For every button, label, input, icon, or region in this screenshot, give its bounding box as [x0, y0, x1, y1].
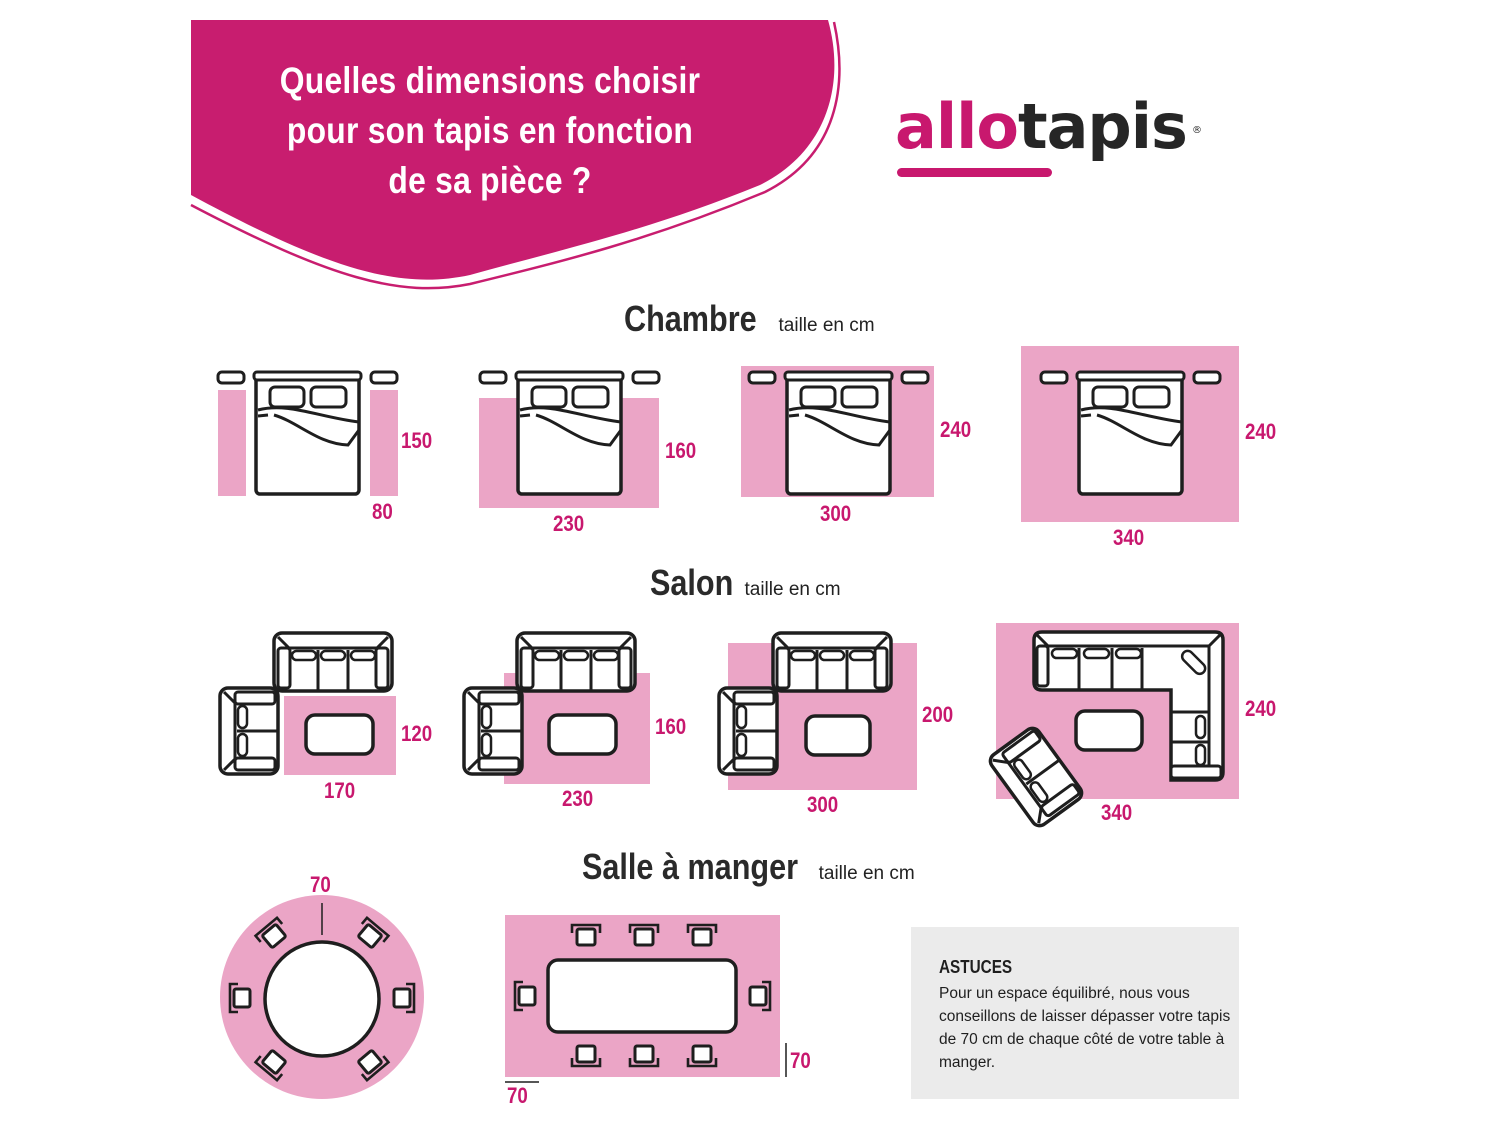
round-rug-with-table-icon: [220, 895, 424, 1099]
armchair-icon: [218, 686, 280, 776]
rug-runner-left: [218, 390, 246, 496]
section-subtitle: taille en cm: [778, 315, 875, 336]
dimension-width: 80: [372, 499, 393, 524]
rug-runner-right: [370, 390, 398, 496]
dimension-width: 340: [1113, 525, 1145, 550]
section-subtitle: taille en cm: [818, 863, 915, 884]
bed-icon: [747, 370, 930, 496]
bed-icon: [478, 370, 661, 496]
dimension-margin: 70: [310, 872, 331, 897]
header-banner: [190, 20, 841, 290]
logo-tapis: tapis: [1017, 90, 1188, 163]
dimension-margin-side: 70: [790, 1048, 811, 1073]
coffee-table-icon: [804, 714, 872, 757]
dimension-width: 170: [324, 778, 356, 803]
coffee-table-icon: [304, 713, 375, 756]
section-heading-salle-a-manger: Salle à manger taille en cm: [582, 846, 915, 888]
armchair-icon: [717, 686, 779, 776]
dimension-width: 230: [562, 786, 594, 811]
dimension-margin-bottom: 70: [507, 1083, 528, 1108]
coffee-table-icon: [1074, 709, 1144, 752]
tip-title: ASTUCES: [939, 957, 1013, 977]
rect-rug-with-table-icon: [505, 915, 787, 1083]
dimension-width: 340: [1101, 800, 1133, 825]
armchair-rotated-icon: [985, 723, 1087, 831]
logo-allo: allo: [895, 90, 1019, 163]
bed-icon: [1039, 370, 1222, 496]
section-heading-salon: Salon taille en cm: [650, 562, 841, 604]
page-title: Quelles dimensions choisir pour son tapi…: [266, 56, 713, 206]
dimension-width: 300: [820, 501, 852, 526]
corner-sofa-icon: [1032, 630, 1225, 782]
dimension-height: 160: [665, 438, 697, 463]
title-line-3: de sa pièce ?: [388, 160, 592, 201]
dimension-width: 230: [553, 511, 585, 536]
tip-body: Pour un espace équilibré, nous vous cons…: [939, 985, 1231, 1071]
sofa-icon: [515, 631, 637, 693]
dimension-height: 240: [1245, 419, 1277, 444]
coffee-table-icon: [547, 713, 618, 756]
dimension-height: 150: [401, 428, 433, 453]
dimension-height: 160: [655, 714, 687, 739]
dimension-height: 240: [940, 417, 972, 442]
title-line-1: Quelles dimensions choisir: [279, 60, 701, 101]
dimension-width: 300: [807, 792, 839, 817]
sofa-icon: [272, 631, 394, 693]
logo-underline: [897, 168, 1052, 177]
bed-icon: [216, 370, 399, 496]
dimension-height: 240: [1245, 696, 1277, 721]
section-heading-chambre: Chambre taille en cm: [624, 298, 875, 340]
allotapis-logo: allotapis ®: [895, 90, 1202, 163]
sofa-icon: [771, 631, 893, 693]
armchair-icon: [462, 686, 524, 776]
section-subtitle: taille en cm: [744, 579, 841, 600]
tip-box: ASTUCES Pour un espace équilibré, nous v…: [911, 927, 1239, 1099]
registered-mark: ®: [1191, 125, 1202, 136]
section-title: Salle à manger: [582, 846, 799, 887]
dimension-height: 200: [922, 702, 954, 727]
title-line-2: pour son tapis en fonction: [286, 110, 694, 151]
section-title: Salon: [650, 562, 734, 603]
dimension-height: 120: [401, 721, 433, 746]
section-title: Chambre: [624, 298, 757, 339]
